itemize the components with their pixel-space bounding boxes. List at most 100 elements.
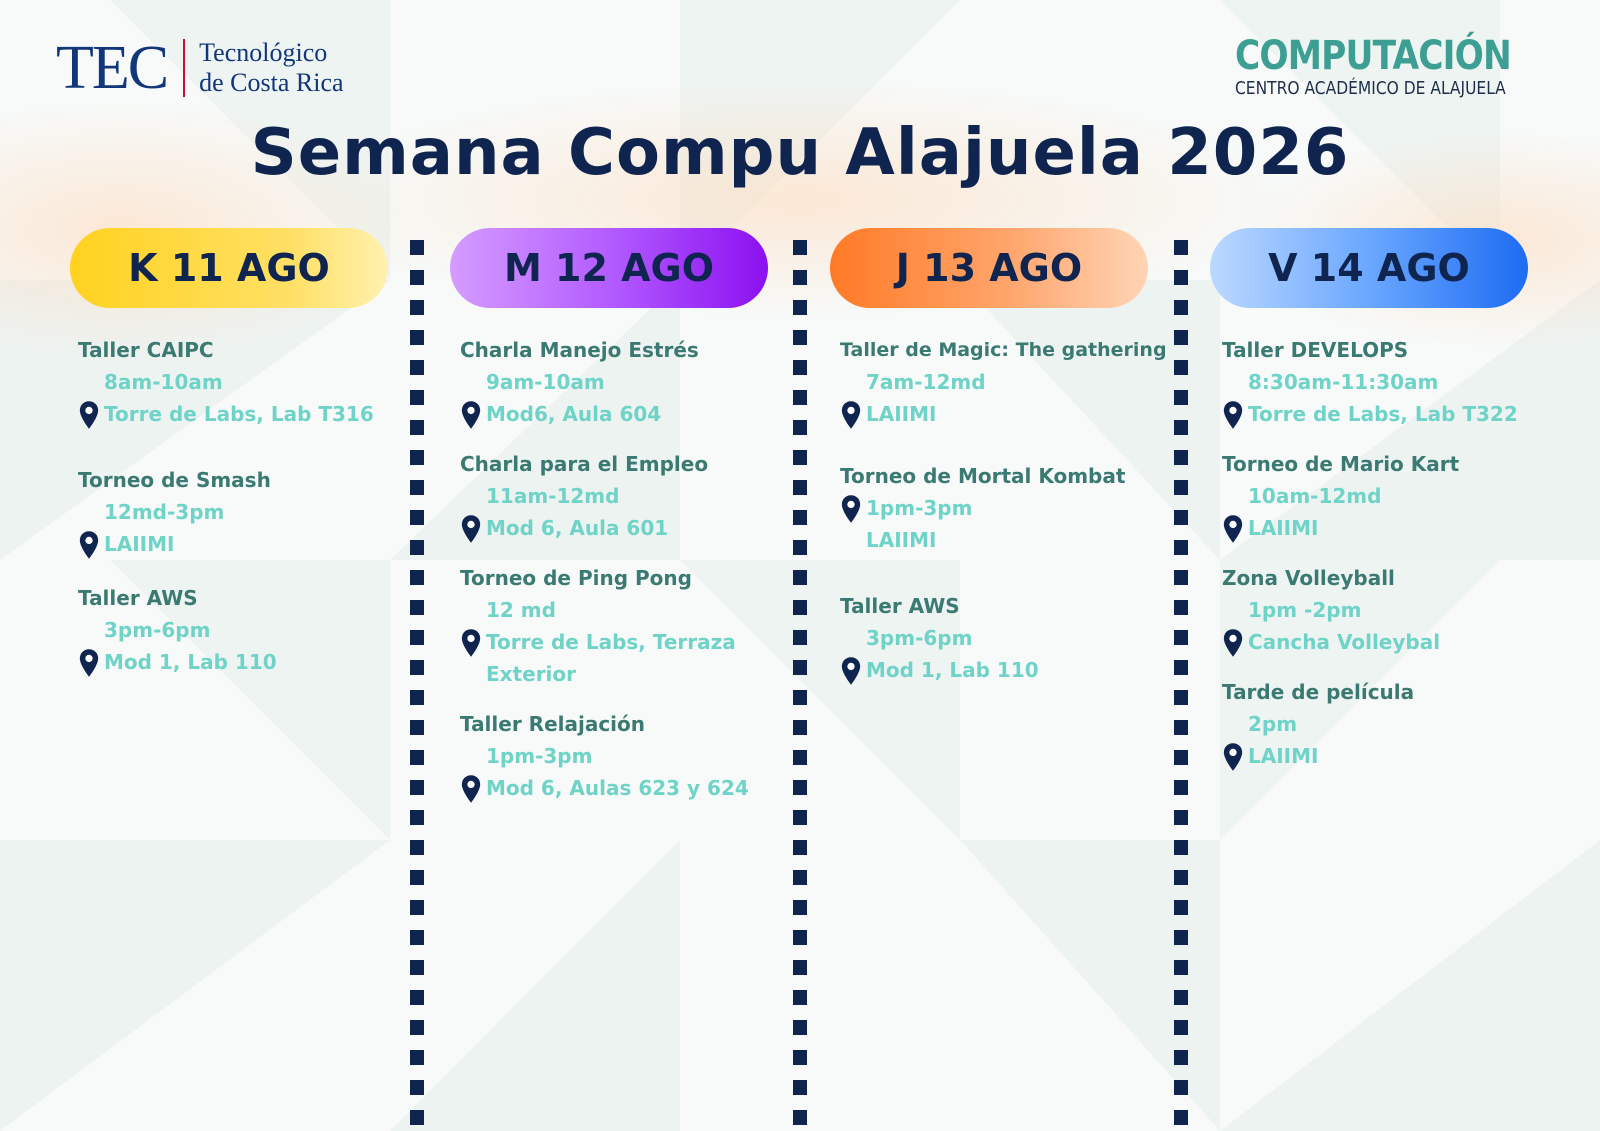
event-location-line: LAIIMI [1248,516,1319,540]
event-location: Torre de Labs, Lab T322 [1222,398,1562,430]
event-title: Taller AWS [840,594,960,618]
event-time: 12md-3pm [104,500,225,524]
event-location-line: Torre de Labs, Terraza [486,630,736,654]
map-pin-icon [461,775,481,803]
event-location: LAIIMI [1222,512,1562,544]
event-location: Mod 1, Lab 110 [78,646,418,678]
column-divider-1 [410,240,424,1125]
event-location-line: Mod 1, Lab 110 [104,650,277,674]
day-header-j: J 13 AGO [830,228,1148,308]
event-item: Charla Manejo Estrés 9am-10am Mod6, Aula… [460,334,800,430]
event-location: 1pm-3pm LAIIMI [840,492,1180,556]
event-location-line: LAIIMI [1248,744,1319,768]
event-location-line: Torre de Labs, Lab T316 [104,402,374,426]
event-time: 11am-12md [486,484,620,508]
event-time: 1pm-3pm [866,496,973,520]
event-time: 9am-10am [486,370,605,394]
event-item: Torneo de Smash 12md-3pm LAIIMI [78,464,418,560]
map-pin-icon [841,657,861,685]
event-item: Zona Volleyball 1pm -2pm Cancha Volleyba… [1222,562,1562,658]
map-pin-icon [79,649,99,677]
event-item: Torneo de Mortal Kombat 1pm-3pm LAIIMI [840,460,1180,556]
event-item: Torneo de Mario Kart 10am-12md LAIIMI [1222,448,1562,544]
event-time: 12 md [486,598,556,622]
event-title: Charla Manejo Estrés [460,338,699,362]
day-column-k: Taller CAIPC 8am-10am Torre de Labs, Lab… [78,334,418,692]
event-title: Torneo de Ping Pong [460,566,692,590]
map-pin-icon [1223,515,1243,543]
event-item: Taller AWS 3pm-6pm Mod 1, Lab 110 [78,582,418,678]
day-column-m: Charla Manejo Estrés 9am-10am Mod6, Aula… [460,334,800,818]
computacion-logo: COMPUTACIÓN CENTRO ACADÉMICO DE ALAJUELA [1235,34,1556,100]
event-location-line: Mod 1, Lab 110 [866,658,1039,682]
event-title: Torneo de Mario Kart [1222,452,1460,476]
map-pin-icon [79,401,99,429]
event-location: Mod6, Aula 604 [460,398,800,430]
event-time: 1pm-3pm [486,744,593,768]
day-column-v: Taller DEVELOPS 8:30am-11:30am Torre de … [1222,334,1562,786]
map-pin-icon [461,401,481,429]
event-location-line: Mod 6, Aulas 623 y 624 [486,776,749,800]
event-location: Mod 1, Lab 110 [840,654,1180,686]
event-item: Taller CAIPC 8am-10am Torre de Labs, Lab… [78,334,418,430]
map-pin-icon [461,629,481,657]
event-location: LAIIMI [1222,740,1562,772]
tec-logo-text: Tecnológico de Costa Rica [199,38,343,98]
event-title: Torneo de Smash [78,468,271,492]
event-location: LAIIMI [78,528,418,560]
page-title: Semana Compu Alajuela 2026 [250,116,1350,190]
event-location: Torre de Labs, Lab T316 [78,398,418,430]
day-header-m: M 12 AGO [450,228,768,308]
event-item: Taller DEVELOPS 8:30am-11:30am Torre de … [1222,334,1562,430]
event-title: Tarde de película [1222,680,1415,704]
map-pin-icon [79,531,99,559]
event-title: Taller CAIPC [78,338,214,362]
event-title: Charla para el Empleo [460,452,709,476]
event-location-line: LAIIMI [104,532,175,556]
event-location: LAIIMI [840,398,1180,430]
column-divider-3 [1174,240,1188,1125]
tec-logo: TEC Tecnológico de Costa Rica [56,36,344,100]
computacion-logo-title: COMPUTACIÓN [1235,33,1512,79]
computacion-logo-subtitle: CENTRO ACADÉMICO DE ALAJUELA [1235,78,1506,99]
event-time: 3pm-6pm [104,618,211,642]
map-pin-icon [841,495,861,523]
day-header-k: K 11 AGO [70,228,388,308]
event-time: 7am-12md [866,370,986,394]
event-time: 1pm -2pm [1248,598,1362,622]
tec-logo-mark: TEC [56,34,169,102]
event-location: Cancha Volleybal [1222,626,1562,658]
event-location-line: Torre de Labs, Lab T322 [1248,402,1518,426]
event-title: Torneo de Mortal Kombat [840,464,1126,488]
column-divider-2 [793,240,807,1125]
event-title: Taller DEVELOPS [1222,338,1409,362]
map-pin-icon [1223,401,1243,429]
event-time: 8:30am-11:30am [1248,370,1439,394]
event-title: Taller AWS [78,586,198,610]
event-time: 8am-10am [104,370,223,394]
event-location-line: LAIIMI [866,402,937,426]
tec-logo-line1: Tecnológico [199,38,328,67]
tec-logo-line2: de Costa Rica [199,68,344,97]
map-pin-icon [461,515,481,543]
event-location: Mod 6, Aulas 623 y 624 [460,772,800,804]
map-pin-icon [1223,629,1243,657]
event-item: Taller AWS 3pm-6pm Mod 1, Lab 110 [840,590,1180,686]
event-location-line: Exterior [486,662,577,686]
event-location: Torre de Labs, Terraza Exterior [460,626,800,690]
event-location-line: Mod 6, Aula 601 [486,516,669,540]
map-pin-icon [1223,743,1243,771]
event-time: 10am-12md [1248,484,1382,508]
map-pin-icon [841,401,861,429]
event-location: Mod 6, Aula 601 [460,512,800,544]
event-title: Taller Relajación [460,712,646,736]
day-column-j: Taller de Magic: The gathering 7am-12md … [840,334,1180,700]
event-item: Tarde de película 2pm LAIIMI [1222,676,1562,772]
tec-logo-divider [183,39,186,97]
event-title: Taller de Magic: The gathering [840,339,1167,361]
event-title: Zona Volleyball [1222,566,1395,590]
event-time: 3pm-6pm [866,626,973,650]
event-time: 2pm [1248,712,1298,736]
event-location-line: Mod6, Aula 604 [486,402,662,426]
day-header-v: V 14 AGO [1210,228,1528,308]
